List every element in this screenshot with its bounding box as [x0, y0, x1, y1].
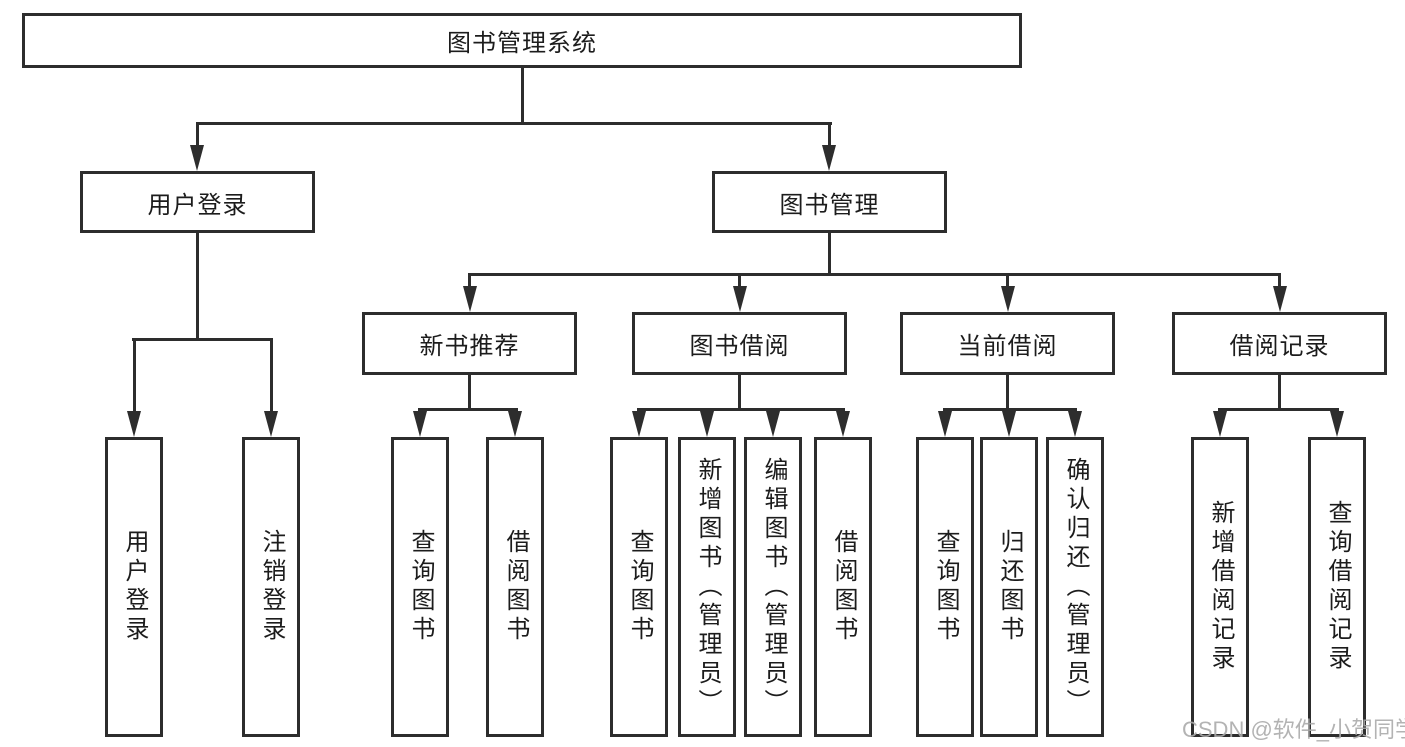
arrow-to-user-login [190, 145, 204, 171]
leaf-borrowing-add-books-admin: 新增图书（管理员） [678, 437, 736, 737]
connector-bookmgmt-down [828, 233, 831, 273]
connector-bookmgmt-stem [828, 122, 831, 146]
leaf-newbook-query-books: 查询图书 [391, 437, 449, 737]
connector-newbook-stem [468, 273, 471, 289]
connector-current-stem [1006, 273, 1009, 289]
arrow-current-return [1002, 411, 1016, 437]
node-book-management: 图书管理 [712, 171, 947, 233]
connector-userlogin-split [132, 338, 273, 341]
arrow-newbook-query [413, 411, 427, 437]
csdn-watermark: CSDN @软件_小贺同学 [1182, 717, 1405, 742]
node-new-book-recommend-label: 新书推荐 [419, 333, 520, 360]
leaf-borrowing-query-books: 查询图书 [610, 437, 668, 737]
arrow-to-book-management [822, 145, 836, 171]
arrow-current-confirm [1068, 411, 1082, 437]
arrow-to-new-book [463, 286, 477, 312]
node-user-login-label: 用户登录 [147, 191, 248, 219]
leaf-logout-label: 注销登录 [258, 529, 285, 645]
leaf-borrowing-edit-books-admin-label: 编辑图书（管理员） [760, 456, 787, 718]
connector-logout-leaf-stem [270, 338, 273, 412]
connector-newbook-split [418, 408, 518, 411]
leaf-records-query-record-label: 查询借阅记录 [1324, 500, 1351, 674]
leaf-current-return-books-label: 归还图书 [996, 529, 1023, 645]
leaf-current-query-books: 查询图书 [916, 437, 974, 737]
node-book-management-label: 图书管理 [779, 191, 880, 219]
leaf-records-add-record: 新增借阅记录 [1191, 437, 1249, 737]
leaf-newbook-borrow-books: 借阅图书 [486, 437, 544, 737]
node-borrow-records-label: 借阅记录 [1229, 333, 1330, 360]
connector-bookmgmt-split [468, 273, 1281, 276]
leaf-records-add-record-label: 新增借阅记录 [1207, 500, 1234, 674]
connector-records-down [1278, 375, 1281, 411]
node-root: 图书管理系统 [22, 13, 1022, 68]
connector-root-split [196, 122, 832, 125]
leaf-borrowing-add-books-admin-label: 新增图书（管理员） [694, 456, 721, 718]
leaf-newbook-borrow-books-label: 借阅图书 [502, 529, 529, 645]
arrow-borrowing-edit [766, 411, 780, 437]
leaf-borrowing-borrow-books-label: 借阅图书 [830, 529, 857, 645]
connector-current-split [943, 408, 1077, 411]
node-current-borrowing-label: 当前借阅 [957, 333, 1058, 360]
leaf-current-query-books-label: 查询图书 [932, 529, 959, 645]
arrow-current-query [938, 411, 952, 437]
leaf-borrowing-borrow-books: 借阅图书 [814, 437, 872, 737]
node-user-login: 用户登录 [80, 171, 315, 233]
connector-borrowing-split [637, 408, 845, 411]
node-new-book-recommend: 新书推荐 [362, 312, 577, 375]
node-current-borrowing: 当前借阅 [900, 312, 1115, 375]
arrow-to-borrow-records [1273, 286, 1287, 312]
connector-userlogin-stem [196, 122, 199, 146]
connector-records-stem [1278, 273, 1281, 289]
arrow-borrowing-add [700, 411, 714, 437]
leaf-user-login: 用户登录 [105, 437, 163, 737]
connector-login-leaf-stem [133, 338, 136, 412]
node-book-borrowing-label: 图书借阅 [689, 333, 790, 360]
arrow-to-current-borrowing [1001, 286, 1015, 312]
connector-borrowing-stem [738, 273, 741, 289]
leaf-borrowing-edit-books-admin: 编辑图书（管理员） [744, 437, 802, 737]
connector-borrowing-down [738, 375, 741, 411]
leaf-borrowing-query-books-label: 查询图书 [626, 529, 653, 645]
leaf-logout: 注销登录 [242, 437, 300, 737]
leaf-records-query-record: 查询借阅记录 [1308, 437, 1366, 737]
arrow-records-add [1213, 411, 1227, 437]
connector-userlogin-down [196, 233, 199, 338]
leaf-user-login-label: 用户登录 [121, 529, 148, 645]
node-book-borrowing: 图书借阅 [632, 312, 847, 375]
arrow-to-book-borrowing [733, 286, 747, 312]
arrow-records-query [1330, 411, 1344, 437]
connector-root-stem [521, 68, 524, 123]
leaf-newbook-query-books-label: 查询图书 [407, 529, 434, 645]
arrow-to-logout-leaf [264, 411, 278, 437]
connector-current-down [1006, 375, 1009, 411]
arrow-to-login-leaf [127, 411, 141, 437]
connector-records-split [1218, 408, 1339, 411]
leaf-current-confirm-return-admin: 确认归还（管理员） [1046, 437, 1104, 737]
arrow-borrowing-borrow [836, 411, 850, 437]
leaf-current-confirm-return-admin-label: 确认归还（管理员） [1062, 456, 1089, 718]
arrow-borrowing-query [632, 411, 646, 437]
node-borrow-records: 借阅记录 [1172, 312, 1387, 375]
arrow-newbook-borrow [508, 411, 522, 437]
leaf-current-return-books: 归还图书 [980, 437, 1038, 737]
connector-newbook-down [468, 375, 471, 411]
node-root-label: 图书管理系统 [447, 30, 597, 57]
